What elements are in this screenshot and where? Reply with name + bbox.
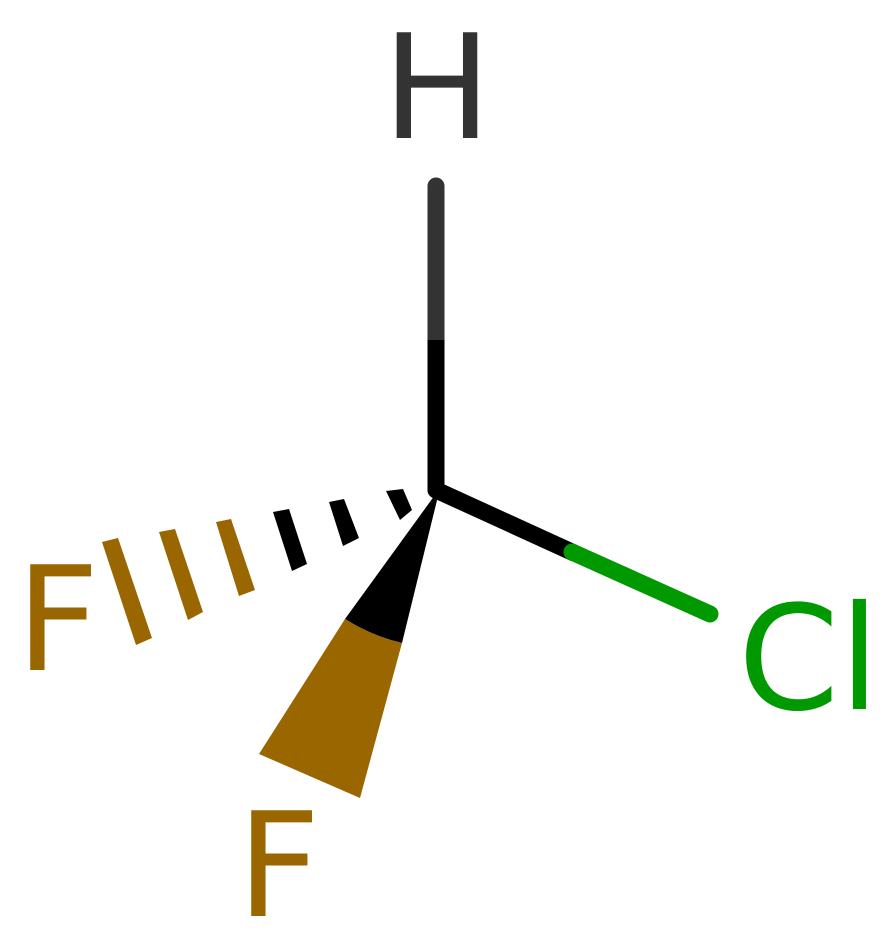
atom-label-f-hashed: F [16, 536, 99, 705]
atom-label-f-wedge: F [237, 782, 320, 948]
bond-c-cl [427, 481, 719, 623]
bond-c-f-solid-wedge [259, 481, 445, 798]
atom-label-h: H [382, 4, 491, 173]
atom-label-cl: Cl [738, 575, 880, 744]
bond-c-f-hashed-wedge [102, 489, 412, 645]
